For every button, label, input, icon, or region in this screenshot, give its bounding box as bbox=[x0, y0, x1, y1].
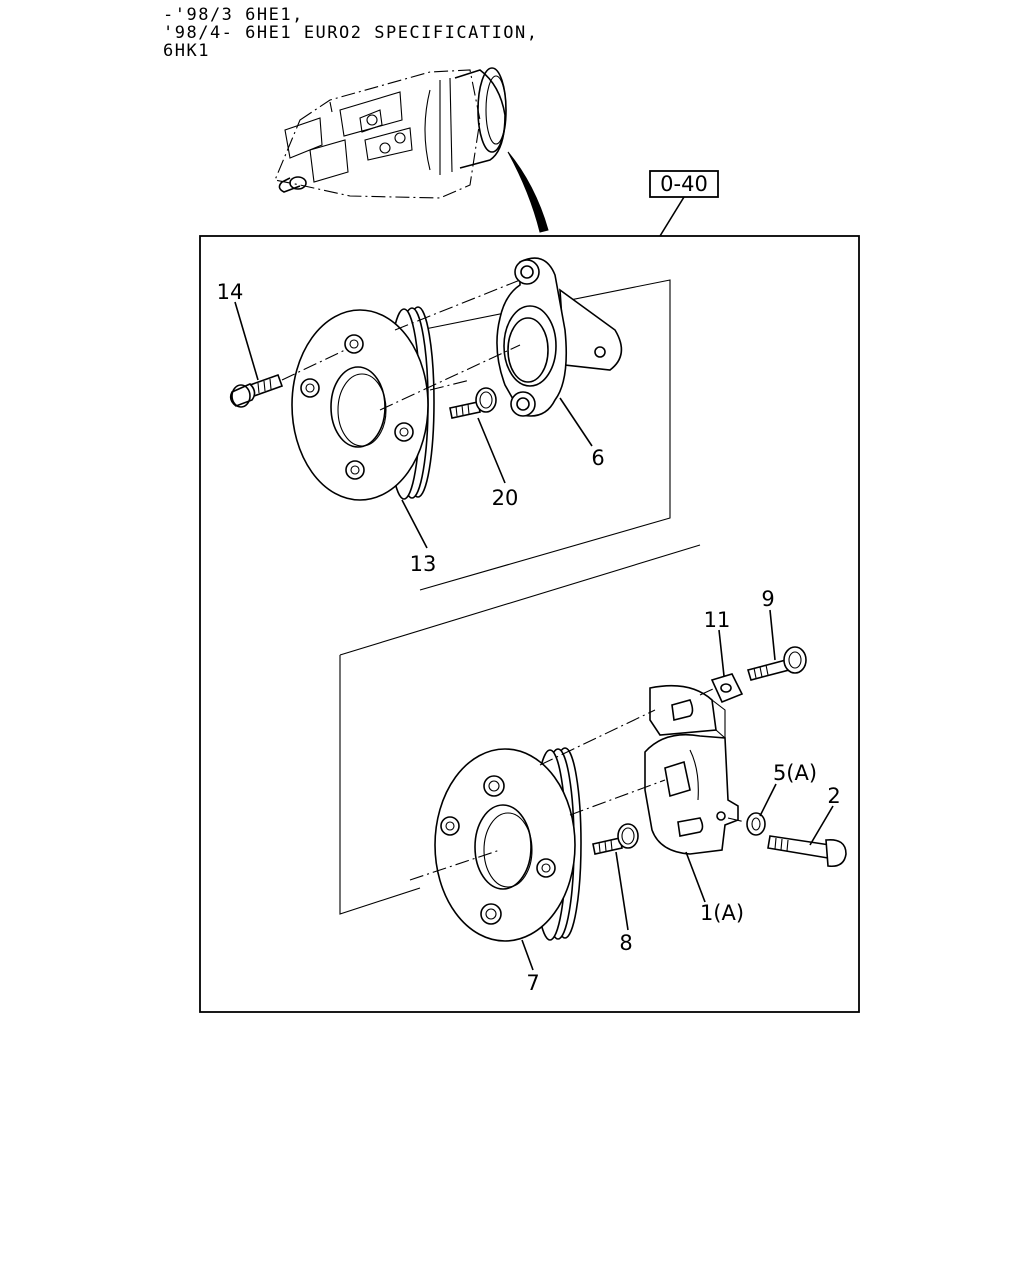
header-line-3: 6HK1 bbox=[163, 41, 210, 61]
bolt-14 bbox=[229, 349, 346, 408]
coupling-disc-lower bbox=[434, 747, 582, 942]
hub-1a bbox=[644, 684, 739, 855]
callout-2: 2 bbox=[827, 784, 840, 808]
bolt-8 bbox=[592, 823, 639, 855]
washer-5a bbox=[746, 812, 766, 836]
engine-thumbnail bbox=[274, 67, 507, 199]
callout-6: 6 bbox=[591, 446, 604, 470]
callout-7: 7 bbox=[526, 971, 539, 995]
callout-8: 8 bbox=[619, 931, 632, 955]
washer-11 bbox=[710, 673, 744, 704]
lower-subframe bbox=[339, 544, 701, 915]
bolt-20 bbox=[449, 387, 497, 419]
callout-11: 11 bbox=[704, 608, 731, 632]
callout-1a: 1(A) bbox=[700, 901, 744, 925]
callout-14: 14 bbox=[217, 280, 244, 304]
location-arrow-icon bbox=[507, 151, 549, 233]
reference-box bbox=[649, 170, 719, 237]
callout-5a: 5(A) bbox=[773, 761, 817, 785]
reference-box-label: 0-40 bbox=[660, 172, 708, 196]
header-line-2: '98/4- 6HE1 EURO2 SPECIFICATION, bbox=[163, 23, 539, 43]
header-line-1: -'98/3 6HE1, bbox=[163, 5, 304, 25]
bolt-2 bbox=[767, 835, 847, 868]
flange-6 bbox=[496, 257, 623, 417]
coupling-disc-upper bbox=[291, 306, 435, 501]
callout-9: 9 bbox=[761, 587, 774, 611]
bolt-9 bbox=[746, 646, 807, 681]
main-frame bbox=[199, 235, 860, 1013]
callout-20: 20 bbox=[492, 486, 519, 510]
callout-13: 13 bbox=[410, 552, 437, 576]
leader-lines bbox=[234, 301, 834, 971]
